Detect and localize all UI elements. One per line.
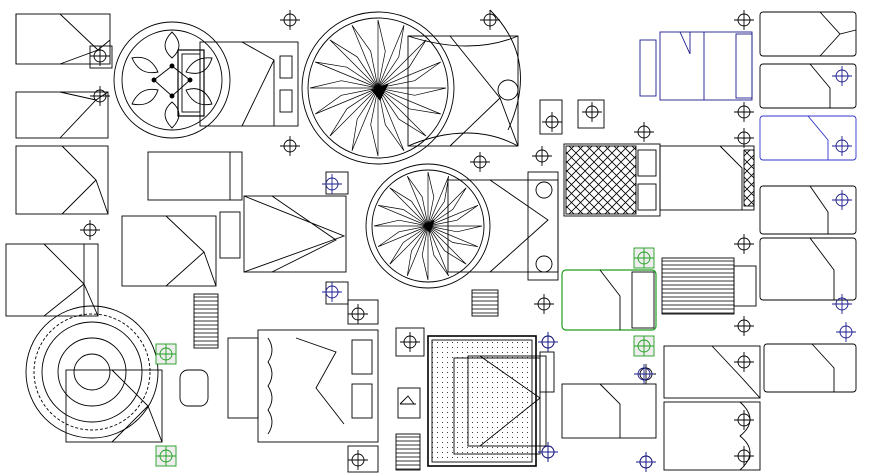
insertion-point-marker [400, 332, 420, 352]
bed-double-9[interactable] [759, 185, 857, 235]
insertion-point-marker [348, 450, 368, 470]
bed-round-fan-1[interactable] [301, 11, 455, 165]
night-stand-icons [179, 99, 605, 471]
insertion-point-marker [636, 452, 656, 472]
insertion-point-marker [582, 102, 602, 122]
insertion-point-marker [836, 322, 856, 342]
insertion-point-marker [734, 352, 754, 372]
bed-double-8[interactable] [427, 335, 555, 467]
insertion-point-marker [734, 410, 754, 430]
bed-bottom-right-a[interactable] [561, 345, 761, 439]
insertion-point-markers [80, 10, 856, 472]
insertion-point-marker [832, 66, 852, 86]
insertion-point-marker [634, 122, 654, 142]
bed-double-11[interactable] [763, 343, 857, 393]
insertion-point-marker [90, 86, 110, 106]
bed-double-12[interactable] [661, 257, 757, 315]
insertion-point-marker [542, 112, 562, 132]
bed-single-3[interactable] [15, 145, 109, 215]
bed-double-2[interactable] [407, 9, 521, 147]
bed-double-blue[interactable] [639, 31, 753, 101]
insertion-point-marker [348, 304, 368, 324]
bed-double-6[interactable] [243, 171, 349, 305]
insertion-point-marker [734, 102, 754, 122]
bed-round-ornate[interactable] [25, 305, 163, 443]
insertion-point-marker [634, 364, 654, 384]
bed-double-10[interactable] [759, 237, 857, 301]
insertion-point-marker [734, 128, 754, 148]
insertion-point-marker [470, 152, 490, 172]
insertion-point-marker [80, 220, 100, 240]
bed-double-7[interactable] [227, 299, 379, 473]
insertion-point-marker [534, 294, 554, 314]
bed-double-1[interactable] [177, 41, 299, 127]
insertion-point-marker [832, 190, 852, 210]
bed-single-2[interactable] [15, 91, 109, 139]
insertion-point-marker [633, 335, 655, 357]
bed-double-5[interactable] [659, 145, 755, 211]
insertion-point-marker [90, 46, 110, 66]
bed-round-fan-2[interactable] [365, 163, 491, 289]
bed-double-3[interactable] [447, 171, 559, 281]
bed-single-green[interactable] [561, 269, 657, 331]
insertion-point-marker [734, 10, 754, 30]
bed-double-4[interactable] [563, 143, 661, 217]
insertion-point-marker [734, 446, 754, 466]
bed-single-1[interactable] [15, 13, 113, 69]
insertion-point-marker [532, 146, 552, 166]
insertion-point-marker [538, 442, 558, 462]
insertion-point-marker [322, 174, 342, 194]
insertion-point-marker [734, 316, 754, 336]
insertion-point-marker [538, 332, 558, 352]
insertion-point-marker [734, 234, 754, 254]
insertion-point-marker [832, 294, 852, 314]
bed-single-5[interactable] [147, 151, 243, 201]
bed-bottom-right-b[interactable] [663, 401, 761, 471]
insertion-point-marker [633, 247, 655, 269]
bed-single-8[interactable] [759, 63, 857, 109]
bed-single-6[interactable] [121, 211, 241, 287]
bed-single-blue[interactable] [759, 115, 857, 161]
insertion-point-marker [832, 136, 852, 156]
bed-single-4[interactable] [5, 243, 99, 317]
bed-single-7[interactable] [759, 11, 857, 57]
insertion-point-marker [322, 282, 342, 302]
insertion-point-marker [280, 136, 300, 156]
insertion-point-marker [480, 10, 500, 30]
insertion-point-marker [155, 445, 177, 467]
insertion-point-marker [155, 343, 177, 365]
insertion-point-marker [280, 10, 300, 30]
bed-round-flower[interactable] [113, 21, 231, 139]
